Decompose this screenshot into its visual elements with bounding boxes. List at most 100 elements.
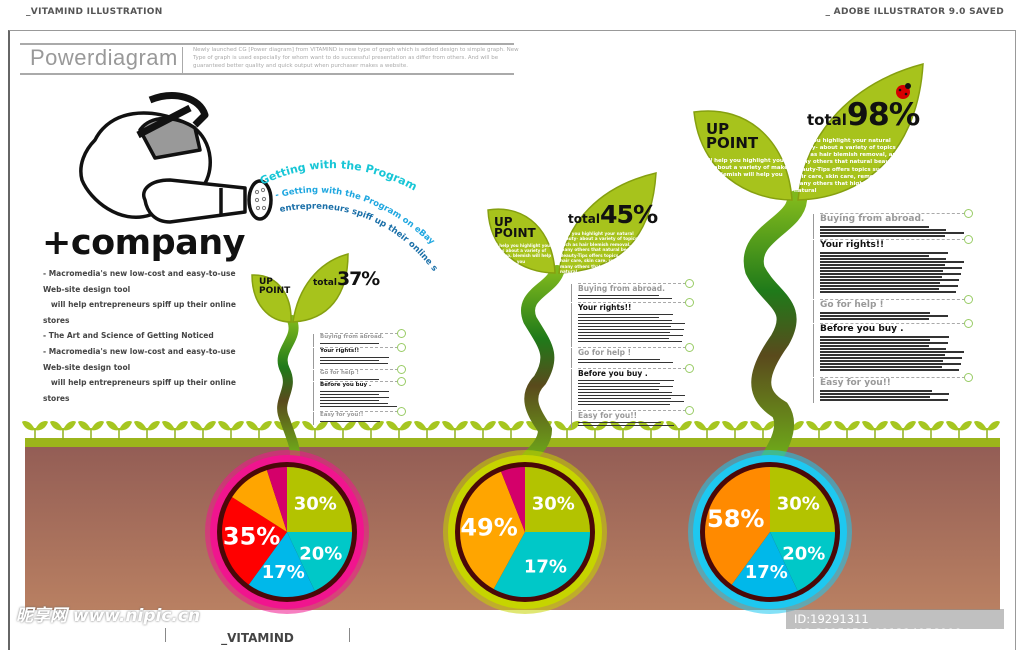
page-frame (8, 30, 1016, 650)
list-item-body (820, 252, 965, 293)
list-item-body (578, 294, 686, 299)
bracket-line (313, 370, 314, 381)
sprout-leaf (343, 420, 356, 431)
arc-text: entrepreneurs spiff up their online s (279, 202, 439, 274)
pie-charts: 30%20%17%35%30%17%49%30%20%17%58% (205, 450, 852, 614)
sprout-leaf (22, 420, 35, 431)
pie-slice-label: 30% (777, 494, 820, 515)
sprout-leaf (302, 420, 315, 431)
total-label: total45% (568, 200, 658, 229)
header-right: _ ADOBE ILLUSTRATOR 9.0 SAVED (825, 7, 1004, 17)
watermark-site: 昵享网 www.nipic.cn (16, 606, 201, 626)
pie-slice (770, 467, 835, 532)
list-item: Your rights!! (313, 343, 406, 369)
total-percent: 45% (599, 200, 658, 229)
sprout-leaf (931, 420, 944, 431)
up-point-label: UP POINT (706, 120, 759, 153)
bullet-circle-icon (964, 373, 973, 382)
pie-slice (248, 532, 315, 598)
pie-chart-1: 30%20%17%35% (205, 450, 369, 614)
sprout-leaf (722, 420, 735, 431)
leaf-medium-right (558, 172, 657, 274)
pie-slice (493, 532, 590, 597)
sprout-leaf (358, 420, 371, 431)
sprout-leaf (330, 420, 343, 431)
sprout-leaf (371, 420, 384, 431)
sprout-leaf (231, 420, 244, 431)
leaf-large-right (797, 63, 924, 201)
total-percent: 98% (846, 97, 920, 133)
stem-medium (518, 265, 564, 469)
footer-box: _VITAMIND (165, 628, 350, 645)
list-item-body (820, 390, 965, 401)
bullet-circle-icon (964, 295, 973, 304)
total-label: total37% (313, 268, 380, 290)
sprout-leaf (819, 420, 832, 431)
bracket-line (813, 324, 814, 377)
bullet-circle-icon (397, 377, 406, 386)
sprout-leaf (847, 420, 860, 431)
list-item-title: Before you buy . (320, 382, 372, 388)
sprout-leaf (694, 420, 707, 431)
list-item-title: Go for help ! (578, 348, 632, 357)
sprout-leaf (735, 420, 748, 431)
sprout-leaf (946, 420, 959, 431)
list-item-body (320, 420, 398, 422)
list-item-title: Your rights!! (320, 348, 360, 354)
sprout-leaf (442, 420, 455, 431)
sprout-leaf (834, 420, 847, 431)
list-item: Easy for you!! (313, 407, 406, 425)
list-item-title: Your rights!! (578, 303, 632, 312)
total-label: total98% (807, 97, 920, 133)
leaf-small-left (251, 274, 292, 323)
list-item: Before you buy . (313, 377, 406, 411)
leaf-left-text: will help you highlight your tips about … (700, 158, 788, 179)
grass-strip (25, 438, 1000, 447)
list-item-title: Buying from abroad. (820, 214, 925, 224)
sprout-leaf (875, 420, 888, 431)
bracket-line (571, 284, 572, 302)
sprout-leaf (162, 420, 175, 431)
bullet-circle-icon (685, 279, 694, 288)
list-item-title: Go for help ! (820, 300, 884, 310)
leaf-left-text: will help you highlight your tips about … (490, 243, 552, 264)
bullet-circle-icon (397, 329, 406, 338)
up-point-label: UP POINT (494, 215, 536, 241)
stem-large (743, 190, 807, 470)
leaf-small-right (292, 253, 349, 323)
leaf-medium-left (487, 208, 556, 274)
sprout-leaf (791, 420, 804, 431)
total-percent: 37% (336, 268, 380, 290)
divider (20, 43, 514, 45)
bullet-circle-icon (685, 406, 694, 415)
list-item: Easy for you!! (571, 406, 694, 428)
sprout-leaf (386, 420, 399, 431)
list-item-title: Easy for you!! (820, 378, 891, 388)
bracket-line (313, 412, 314, 425)
list-item: Your rights!! (571, 298, 694, 347)
pie-slice (525, 467, 590, 532)
sprout-leaf (119, 420, 132, 431)
footer-partial-text: _VITAMIND (221, 631, 294, 645)
sprout-leaf (470, 420, 483, 431)
bullet-circle-icon (964, 209, 973, 218)
pie-slice (266, 467, 287, 532)
sprout-leaf (35, 420, 48, 431)
bracket-line (571, 348, 572, 368)
pie-slice (459, 471, 525, 589)
pie-slice-label: 58% (707, 505, 764, 533)
bracket-line (571, 369, 572, 410)
divider (20, 73, 514, 75)
pie-slice-label: 30% (532, 494, 575, 515)
sprout-leaf (890, 420, 903, 431)
sprout-leaf (959, 420, 972, 431)
pie-slice-label: 17% (262, 562, 305, 583)
list-item-body (820, 312, 965, 320)
brand-name: +company (42, 223, 246, 263)
sprout-leaf (679, 420, 692, 431)
leaves (251, 63, 924, 323)
pie-slice (232, 470, 287, 532)
list-item: Before you buy . (813, 319, 973, 377)
sprout-leaf (862, 420, 875, 431)
